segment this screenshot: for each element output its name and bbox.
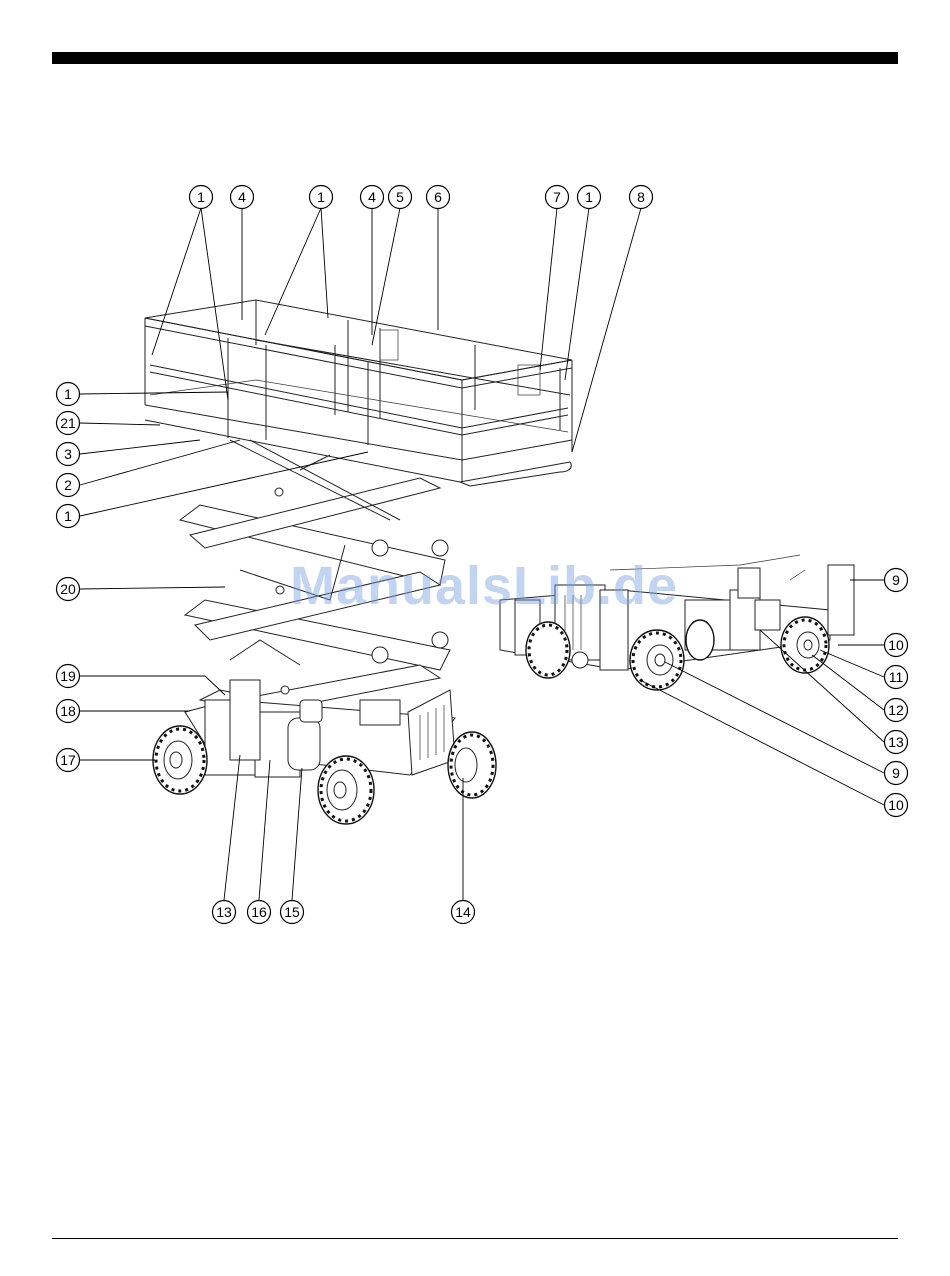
callout-label: 7 xyxy=(553,189,561,205)
callout-15: 15 xyxy=(281,901,304,924)
callout-8: 8 xyxy=(630,186,653,209)
callout-17: 17 xyxy=(57,749,80,772)
callout-1: 1 xyxy=(310,186,333,209)
callout-7: 7 xyxy=(546,186,569,209)
callout-label: 3 xyxy=(64,446,72,462)
callout-label: 2 xyxy=(64,477,72,493)
callout-label: 1 xyxy=(64,386,72,402)
callout-3: 3 xyxy=(57,443,80,466)
callout-12: 12 xyxy=(885,699,908,722)
callout-label: 5 xyxy=(396,189,404,205)
callout-label: 11 xyxy=(889,669,904,685)
callout-label: 21 xyxy=(60,415,76,431)
callout-9: 9 xyxy=(885,569,908,592)
callout-label: 15 xyxy=(284,904,300,920)
callout-10: 10 xyxy=(885,794,908,817)
callout-label: 13 xyxy=(216,904,232,920)
watermark: ManualsLib.de xyxy=(290,555,678,617)
callout-label: 1 xyxy=(197,189,205,205)
callout-1: 1 xyxy=(578,186,601,209)
callout-16: 16 xyxy=(248,901,271,924)
callout-18: 18 xyxy=(57,700,80,723)
leader-lines xyxy=(80,208,884,900)
callout-label: 12 xyxy=(888,702,904,718)
platform-guardrail xyxy=(145,300,572,486)
callout-label: 13 xyxy=(888,734,904,750)
callout-21: 21 xyxy=(57,412,80,435)
callout-label: 1 xyxy=(64,508,72,524)
callout-6: 6 xyxy=(427,186,450,209)
callout-label: 4 xyxy=(238,189,246,205)
callout-20: 20 xyxy=(57,578,80,601)
callout-label: 17 xyxy=(60,752,76,768)
callout-label: 18 xyxy=(60,703,76,719)
callout-19: 19 xyxy=(57,665,80,688)
callout-label: 9 xyxy=(892,572,900,588)
callout-label: 8 xyxy=(637,189,645,205)
callout-4: 4 xyxy=(361,186,384,209)
callout-label: 16 xyxy=(251,904,267,920)
callout-2: 2 xyxy=(57,474,80,497)
callout-label: 10 xyxy=(888,637,904,653)
callout-label: 6 xyxy=(434,189,442,205)
callout-4: 4 xyxy=(231,186,254,209)
callout-label: 1 xyxy=(585,189,593,205)
callout-13: 13 xyxy=(213,901,236,924)
callout-1: 1 xyxy=(57,505,80,528)
callout-label: 1 xyxy=(317,189,325,205)
callout-1: 1 xyxy=(57,383,80,406)
callout-label: 19 xyxy=(60,668,76,684)
callout-9: 9 xyxy=(885,762,908,785)
callout-label: 20 xyxy=(60,581,76,597)
callout-11: 11 xyxy=(885,666,908,689)
callout-label: 4 xyxy=(368,189,376,205)
callout-label: 10 xyxy=(888,797,904,813)
callout-label: 14 xyxy=(455,904,471,920)
callout-label: 9 xyxy=(892,765,900,781)
callout-5: 5 xyxy=(389,186,412,209)
callout-13: 13 xyxy=(885,731,908,754)
callout-1: 1 xyxy=(190,186,213,209)
callout-14: 14 xyxy=(452,901,475,924)
callout-10: 10 xyxy=(885,634,908,657)
